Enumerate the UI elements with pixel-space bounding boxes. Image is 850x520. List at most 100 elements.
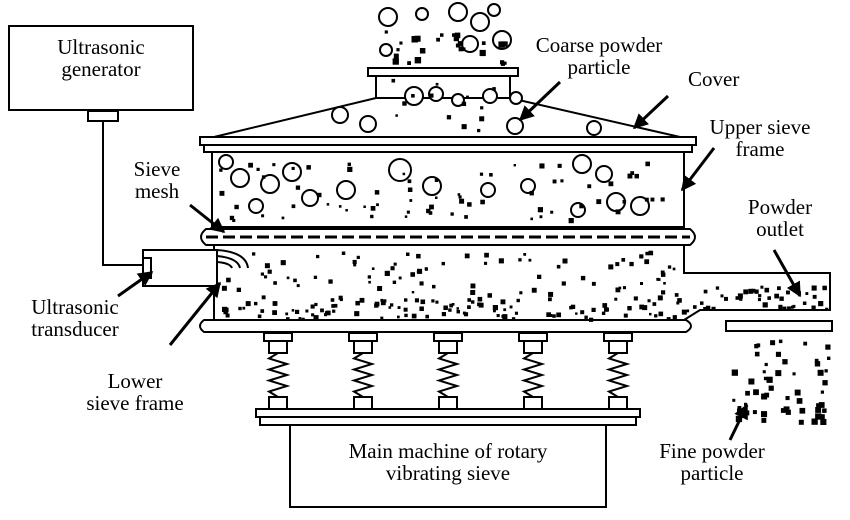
fine-particle xyxy=(313,275,318,279)
fine-particle xyxy=(615,209,621,215)
fine-particle xyxy=(310,304,315,309)
fine-particle xyxy=(591,281,596,286)
fine-particle xyxy=(782,359,788,365)
fine-particle xyxy=(768,385,774,391)
fine-particle xyxy=(663,282,666,285)
coarse-particle xyxy=(422,176,442,196)
coarse-particle xyxy=(480,182,496,198)
label-line: frame xyxy=(735,137,785,161)
fine-particle xyxy=(347,166,353,172)
fine-particle xyxy=(467,202,472,207)
fine-particle xyxy=(411,313,417,319)
fine-particle xyxy=(317,192,322,198)
label-ultrasonic-transducer: Ultrasonic transducer xyxy=(0,296,150,340)
fine-particle xyxy=(428,211,433,215)
fine-particle xyxy=(383,299,387,303)
fine-particle xyxy=(458,195,462,199)
fine-particle xyxy=(313,315,319,321)
fine-particle xyxy=(272,301,278,306)
fine-particle xyxy=(552,314,556,318)
fine-particle xyxy=(480,106,484,110)
fine-particle xyxy=(223,307,229,313)
fine-particle xyxy=(374,303,379,308)
coarse-particle xyxy=(572,154,592,174)
generator-cable xyxy=(87,110,143,266)
fine-particle xyxy=(280,260,286,266)
fine-particle xyxy=(406,252,410,256)
fine-particle xyxy=(377,286,383,291)
fine-particle xyxy=(767,296,771,300)
fine-particle xyxy=(557,163,562,168)
fine-particle xyxy=(286,317,290,321)
label-line: mesh xyxy=(134,179,180,203)
powder-outlet xyxy=(725,320,833,332)
label-line: Sieve xyxy=(133,157,181,181)
fine-particle xyxy=(639,305,643,308)
fine-particle xyxy=(493,309,496,313)
fine-particle xyxy=(479,116,485,122)
fine-particle xyxy=(589,317,594,322)
fine-particle xyxy=(705,305,711,311)
fine-particle xyxy=(458,47,463,52)
fine-particle xyxy=(470,283,476,289)
fine-particle xyxy=(724,296,728,301)
fine-particle xyxy=(661,290,666,295)
fine-particle xyxy=(455,43,460,48)
fine-particle xyxy=(630,171,635,175)
fine-particle xyxy=(818,402,825,408)
fine-particle xyxy=(802,301,807,305)
fine-particle xyxy=(820,418,827,425)
label-line: Ultrasonic xyxy=(31,295,119,319)
fine-particle xyxy=(780,408,786,413)
fine-particle xyxy=(523,253,527,256)
coarse-particle xyxy=(218,154,234,170)
arrow-transducer xyxy=(117,270,154,298)
fine-particle xyxy=(489,173,493,177)
label-line: generator xyxy=(61,57,141,81)
fine-particle xyxy=(562,258,568,264)
fine-particle xyxy=(425,314,429,319)
fine-particle xyxy=(656,277,660,281)
fine-particle xyxy=(785,409,791,415)
label-line: Ultrasonic xyxy=(57,35,145,59)
fine-particle xyxy=(352,259,357,264)
fine-particle xyxy=(822,380,828,386)
fine-particle xyxy=(353,263,357,267)
fine-particle xyxy=(441,312,446,317)
fine-particle xyxy=(762,302,768,308)
fine-particle xyxy=(786,290,790,295)
fine-particle xyxy=(419,48,426,54)
fine-particle xyxy=(735,296,740,300)
coarse-particle xyxy=(520,178,536,194)
fine-particle xyxy=(226,277,231,283)
coarse-particle xyxy=(630,196,650,216)
fine-particle xyxy=(410,272,415,277)
fine-particle xyxy=(580,310,585,315)
arrow-fine-particle xyxy=(728,403,749,441)
fine-particle xyxy=(548,297,552,302)
fine-particle xyxy=(674,293,679,297)
fine-particle xyxy=(503,61,507,65)
fine-particle xyxy=(748,288,754,294)
fine-particle xyxy=(645,251,649,256)
fine-particle xyxy=(792,372,796,376)
fine-particle xyxy=(332,309,336,313)
fine-particle xyxy=(537,207,543,213)
fine-particle xyxy=(440,33,444,37)
fine-particle xyxy=(492,305,498,311)
fine-particle xyxy=(359,297,365,303)
fine-particle xyxy=(392,280,397,284)
fine-particle xyxy=(446,115,452,120)
fine-particle xyxy=(390,266,395,271)
fine-particle xyxy=(778,339,783,344)
fine-particle xyxy=(461,47,466,52)
ultrasonic-generator-box xyxy=(8,25,194,111)
fine-particle xyxy=(459,198,465,204)
fine-particle xyxy=(666,317,671,321)
fine-particle xyxy=(811,305,816,310)
fine-particle xyxy=(380,316,384,320)
fine-particle xyxy=(587,184,592,189)
fine-particle xyxy=(770,340,776,346)
fine-particle xyxy=(556,312,561,318)
fine-particle xyxy=(760,285,764,289)
